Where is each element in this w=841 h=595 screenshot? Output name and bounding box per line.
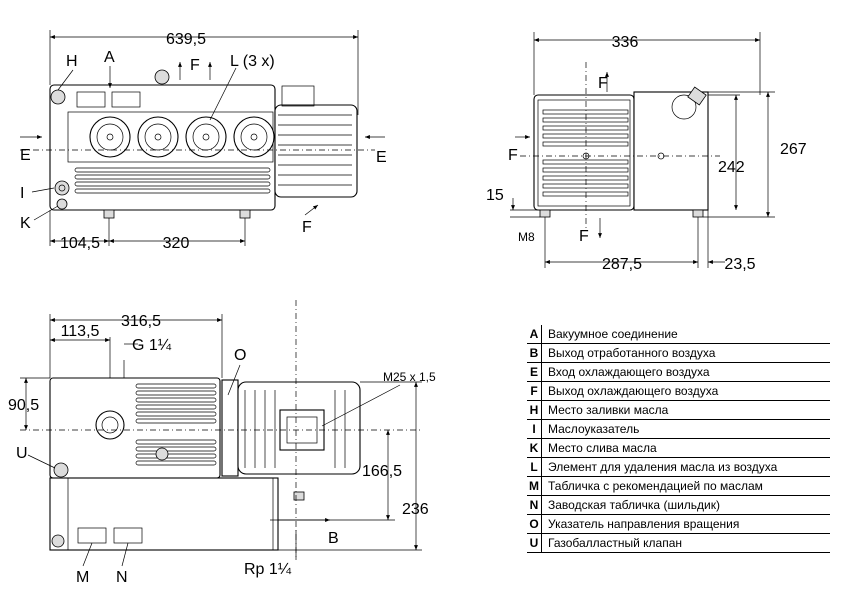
label-H: H (66, 53, 78, 70)
legend-key: B (527, 343, 542, 363)
legend-key: A (527, 325, 542, 344)
side-housing (533, 94, 635, 211)
label-E-left: E (20, 147, 31, 164)
legend-key: H (527, 400, 542, 420)
front-housing (49, 377, 221, 479)
label-F-bottom: F (302, 219, 312, 236)
legend-key: N (527, 495, 542, 515)
oil-tank (49, 477, 279, 551)
side-cooling-grille (542, 109, 629, 197)
top-view: 639,5 (20, 30, 387, 252)
side-view: 336 F F F M8 (486, 32, 807, 273)
side-label-F-top: F (598, 75, 608, 92)
dim-height-total: 267 (780, 141, 807, 158)
legend-description: Элемент для удаления масла из воздуха (541, 457, 830, 477)
legend-key: U (527, 533, 542, 553)
oil-drain (56, 198, 68, 210)
legend-description: Место слива масла (541, 438, 830, 458)
dim-width: 336 (612, 34, 639, 51)
inlet-flange (95, 410, 125, 440)
side-label-F-left: F (508, 147, 518, 164)
label-E-right: E (376, 149, 387, 166)
label-A: A (104, 49, 115, 66)
legend-key: O (527, 514, 542, 534)
side-label-F-bottom: F (579, 228, 589, 245)
label-L: L (3 x) (230, 53, 275, 70)
label-thread-m25: M25 x 1,5 (383, 370, 436, 384)
label-U: U (16, 445, 28, 462)
legend-key: K (527, 438, 542, 458)
dim-foot-spacing: 320 (163, 235, 190, 252)
oil-separator-elements (89, 116, 275, 158)
label-thread-g: G 1¼ (132, 337, 172, 354)
dim-foot-offset: 104,5 (60, 235, 100, 252)
legend-description: Выход охлаждающего воздуха (541, 381, 830, 401)
dim-overall-length: 639,5 (166, 31, 206, 48)
dim-foot-height: 15 (486, 187, 504, 204)
oil-sight-glass (54, 180, 70, 196)
dim-length: 316,5 (121, 313, 161, 330)
front-view: 316,5 113,5 G 1¼ (8, 300, 436, 586)
oil-filler-cap (50, 89, 66, 105)
legend-description: Табличка с рекомендацией по маслам (541, 476, 830, 496)
label-O: O (234, 347, 246, 364)
dim-inlet-offset: 113,5 (61, 323, 100, 340)
legend-description: Указатель направления вращения (541, 514, 830, 534)
label-B: B (328, 530, 339, 547)
side-label-M8: M8 (518, 230, 535, 244)
dim-outlet-height: 166,5 (362, 463, 402, 480)
legend-description: Маслоуказатель (541, 419, 830, 439)
motor-body (274, 104, 358, 198)
legend-key: E (527, 362, 542, 382)
label-F-top: F (190, 57, 200, 74)
dim-foot-spacing-side: 287,5 (602, 256, 642, 273)
legend-key: M (527, 476, 542, 496)
label-M: M (76, 569, 89, 586)
label-N: N (116, 569, 128, 586)
legend-description: Газобалластный клапан (541, 533, 830, 553)
legend-description: Вакуумное соединение (541, 325, 830, 344)
dim-inlet-height: 90,5 (8, 397, 39, 414)
label-thread-rp: Rp 1¼ (244, 561, 292, 578)
legend-key: L (527, 457, 542, 477)
legend-description: Заводская табличка (шильдик) (541, 495, 830, 515)
cooling-fins (74, 167, 271, 194)
gas-ballast-valve (53, 462, 69, 478)
front-cooling-fins (135, 383, 217, 466)
dim-height-body: 242 (718, 159, 745, 176)
legend-description: Вход охлаждающего воздуха (541, 362, 830, 382)
legend-key: I (527, 419, 542, 439)
dim-total-height: 236 (402, 501, 429, 518)
label-I: I (20, 185, 24, 202)
front-motor (221, 379, 239, 477)
legend-description: Выход отработанного воздуха (541, 343, 830, 363)
dim-foot-offset-side: 23,5 (724, 256, 755, 273)
label-K: K (20, 215, 31, 232)
legend-description: Место заливки масла (541, 400, 830, 420)
legend-key: F (527, 381, 542, 401)
